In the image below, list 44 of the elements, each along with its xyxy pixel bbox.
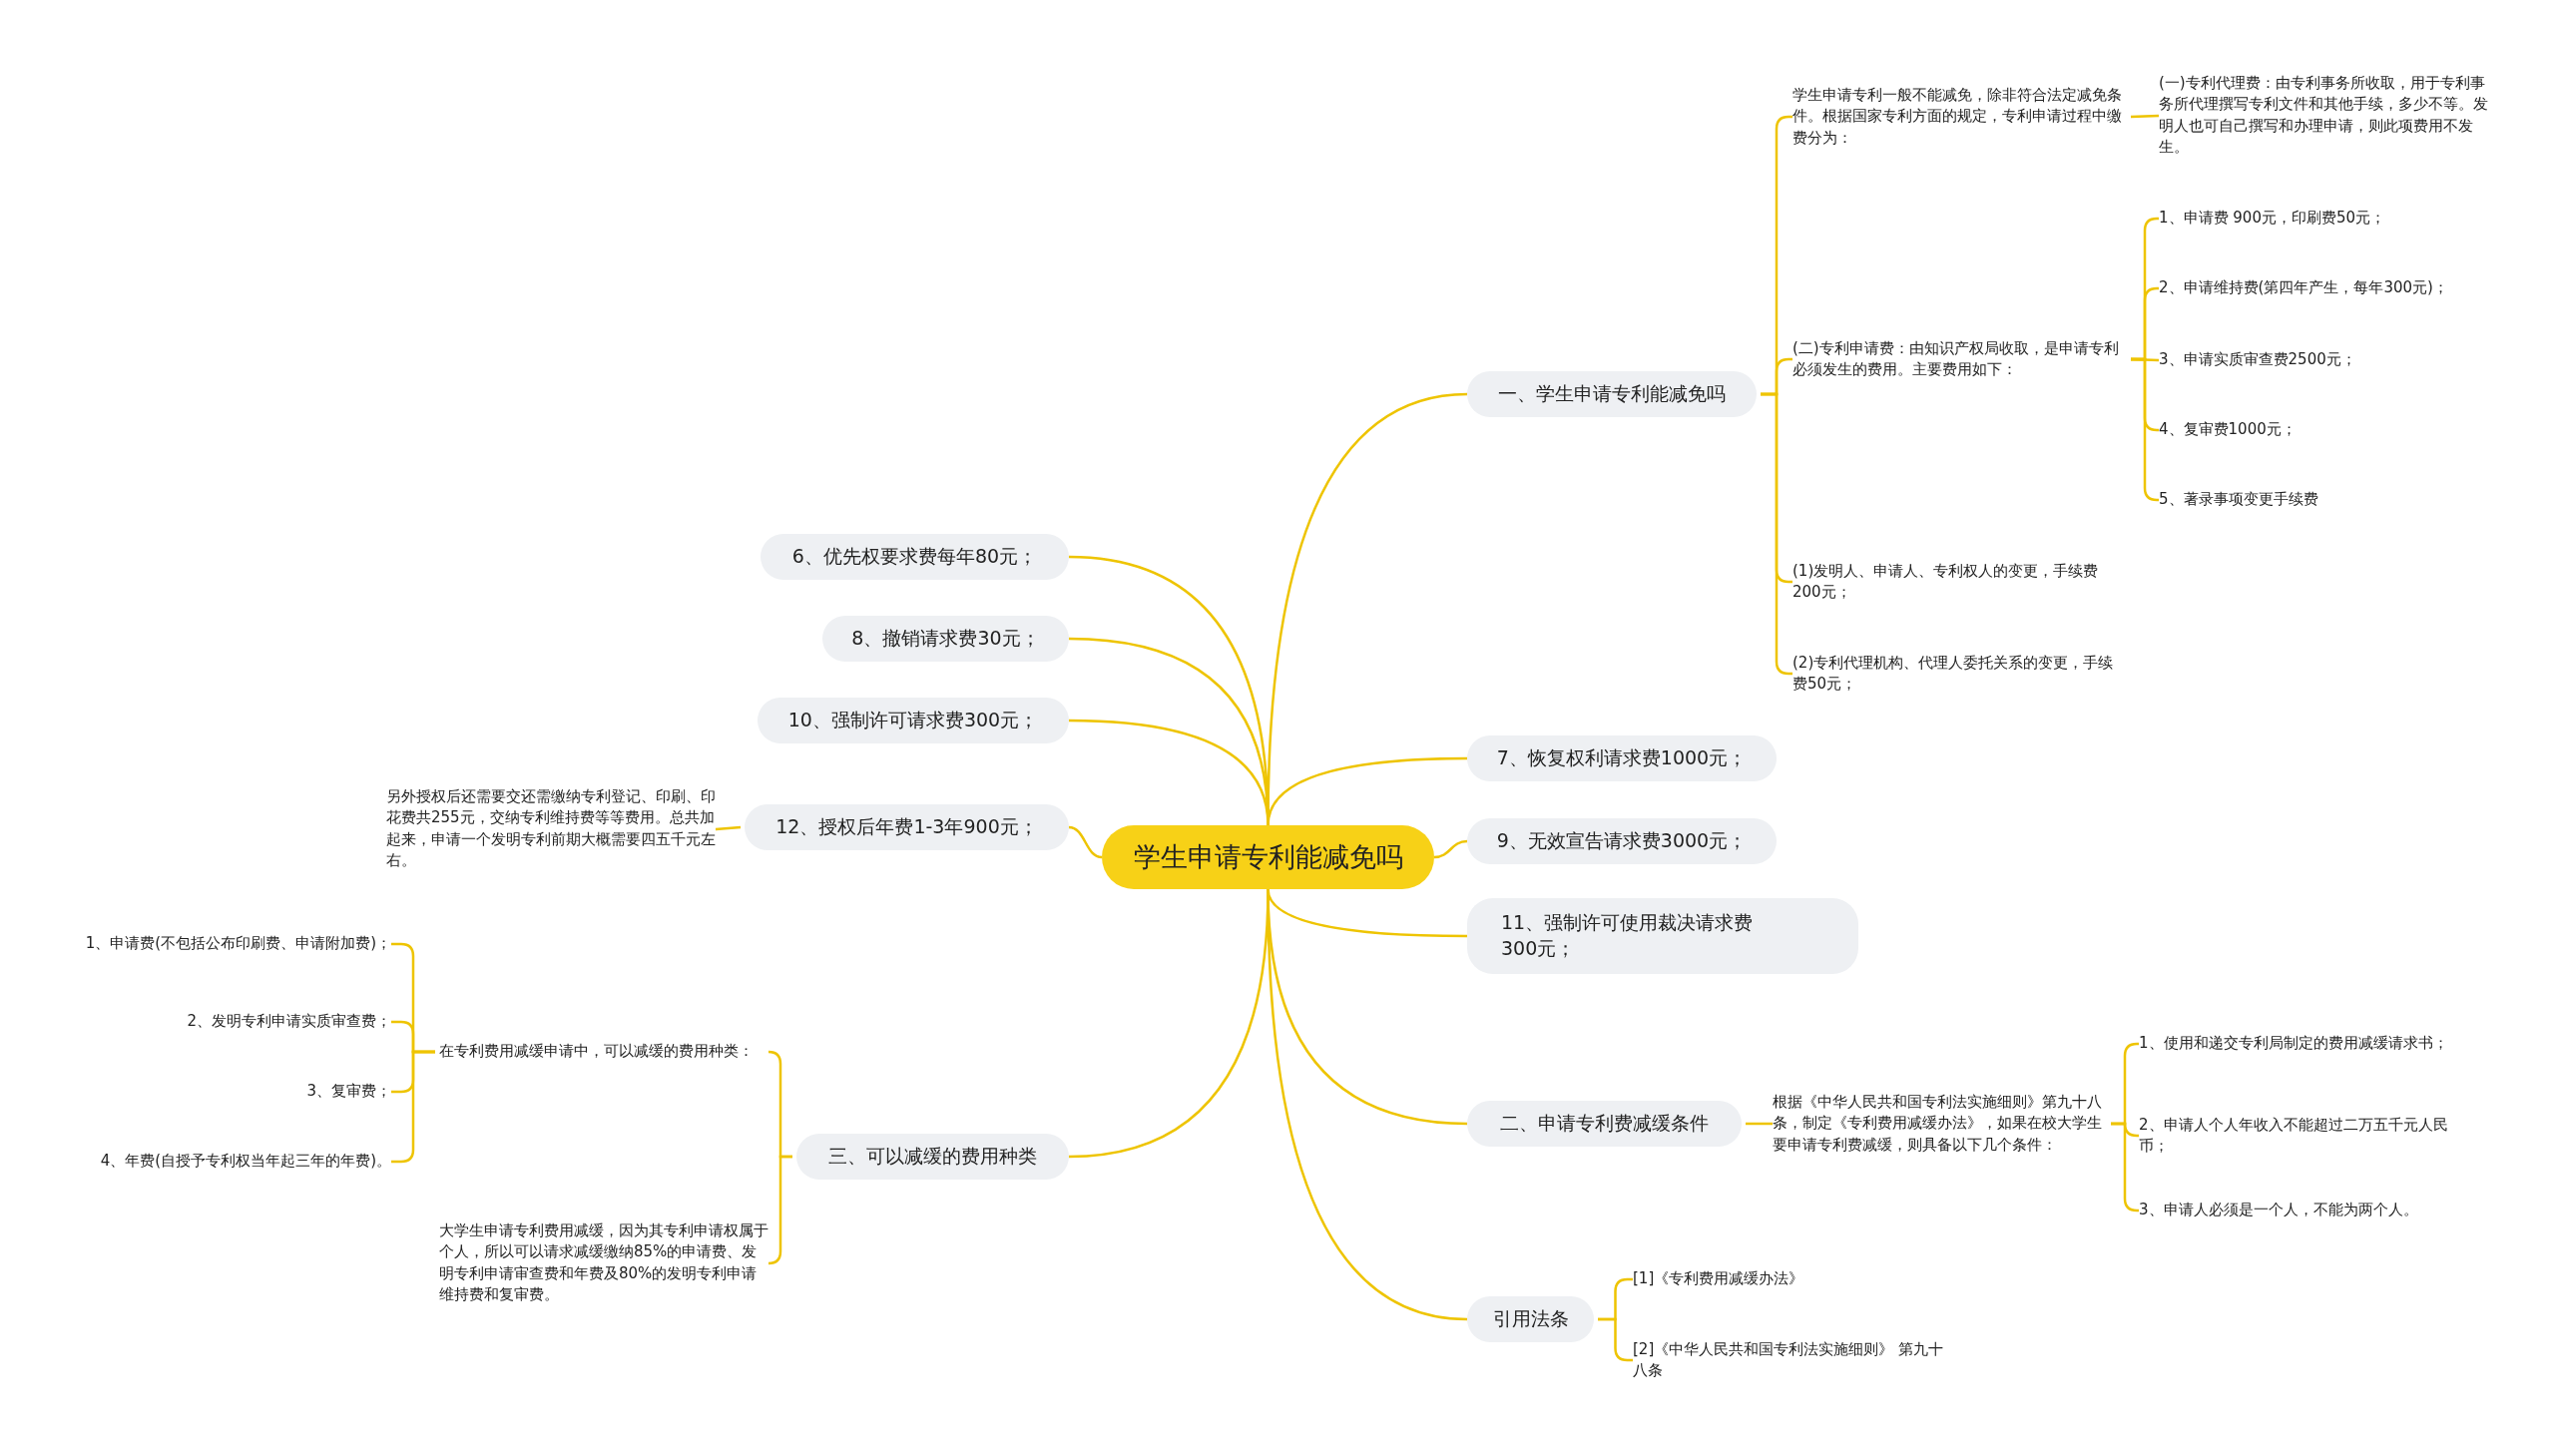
topic-pill: 6、优先权要求费每年80元； [761, 534, 1069, 580]
topic-pill: 二、申请专利费减缓条件 [1467, 1101, 1742, 1147]
connector-line [1746, 1122, 1773, 1126]
note-text: 大学生申请专利费用减缓，因为其专利申请权属于个人，所以可以请求减缓缴纳85%的申请费、发明专利申请审查费和年费及80%的发明专利申请维持费和复审费。 [439, 1220, 768, 1306]
note-text: 3、申请实质审查费2500元； [2159, 349, 2488, 371]
connector-line [1068, 888, 1270, 1159]
note-text: (二)专利申请费：由知识产权局收取，是申请专利必须发生的费用。主要费用如下： [1792, 337, 2127, 381]
note-text: 3、复审费； [60, 1081, 391, 1103]
note-text: (2)专利代理机构、代理人委托关系的变更，手续费50元； [1792, 652, 2117, 696]
connector-line [1068, 719, 1270, 826]
note-text: 4、年费(自授予专利权当年起三年的年费)。 [60, 1151, 391, 1173]
topic-pill: 11、强制许可使用裁决请求费300元； [1467, 898, 1858, 974]
connector-line [1068, 825, 1103, 859]
connector-line [2130, 114, 2160, 119]
topic-pill: 一、学生申请专利能减免吗 [1467, 371, 1757, 417]
connector-line [715, 825, 742, 831]
note-text: 1、申请费(不包括公布印刷费、申请附加费)； [60, 933, 391, 955]
note-text: 2、发明专利申请实质审查费； [60, 1011, 391, 1033]
note-text: 另外授权后还需要交还需缴纳专利登记、印刷、印花费共255元，交纳专利维持费等等费用。总共加起来，申请一个发明专利前期大概需要四五千元左右。 [386, 786, 716, 872]
central-topic: 学生申请专利能减免吗 [1102, 825, 1434, 889]
connector-line [1598, 1317, 1633, 1362]
topic-pill: 12、授权后年费1-3年900元； [745, 804, 1069, 850]
note-text: [2]《中华人民共和国专利法实施细则》 第九十八条 [1633, 1338, 1952, 1382]
topic-pill: 7、恢复权利请求费1000元； [1467, 735, 1777, 781]
note-text: 5、著录事项变更手续费 [2159, 489, 2488, 511]
note-text: [1]《专利费用减缓办法》 [1633, 1268, 1962, 1290]
note-text: (一)专利代理费：由专利事务所收取，用于专利事务所代理撰写专利文件和其他手续，多少不等。发明人也可自己撰写和办理申请，则此项费用不发生。 [2159, 73, 2498, 159]
note-text: 3、申请人必须是一个人，不能为两个人。 [2139, 1200, 2468, 1221]
note-text: 1、申请费 900元，印刷费50元； [2159, 208, 2488, 230]
note-text: (1)发明人、申请人、专利权人的变更，手续费200元； [1792, 560, 2117, 604]
note-text: 根据《中华人民共和国专利法实施细则》第九十八条，制定《专利费用减缓办法》，如果在校大学生要申请专利费减缓，则具备以下几个条件： [1773, 1092, 2107, 1156]
note-text: 2、申请维持费(第四年产生，每年300元)； [2159, 277, 2488, 299]
note-text: 1、使用和递交专利局制定的费用减缓请求书； [2139, 1033, 2468, 1055]
topic-pill: 引用法条 [1467, 1296, 1594, 1342]
note-text: 在专利费用减缓申请中，可以减缓的费用种类： [439, 1041, 768, 1063]
note-text: 4、复审费1000元； [2159, 419, 2488, 441]
topic-pill: 10、强制许可请求费300元； [758, 698, 1069, 743]
note-text: 2、申请人个人年收入不能超过二万五千元人民币； [2139, 1114, 2468, 1158]
note-text: 学生申请专利一般不能减免，除非符合法定减免条件。根据国家专利方面的规定，专利申请过程中缴费分为： [1792, 85, 2127, 149]
topic-pill: 三、可以减缓的费用种类 [796, 1134, 1069, 1180]
connector-line [766, 1155, 792, 1265]
topic-pill: 9、无效宣告请求费3000元； [1467, 818, 1777, 864]
connector-line [1433, 839, 1468, 859]
topic-pill: 8、撤销请求费30元； [822, 616, 1069, 662]
